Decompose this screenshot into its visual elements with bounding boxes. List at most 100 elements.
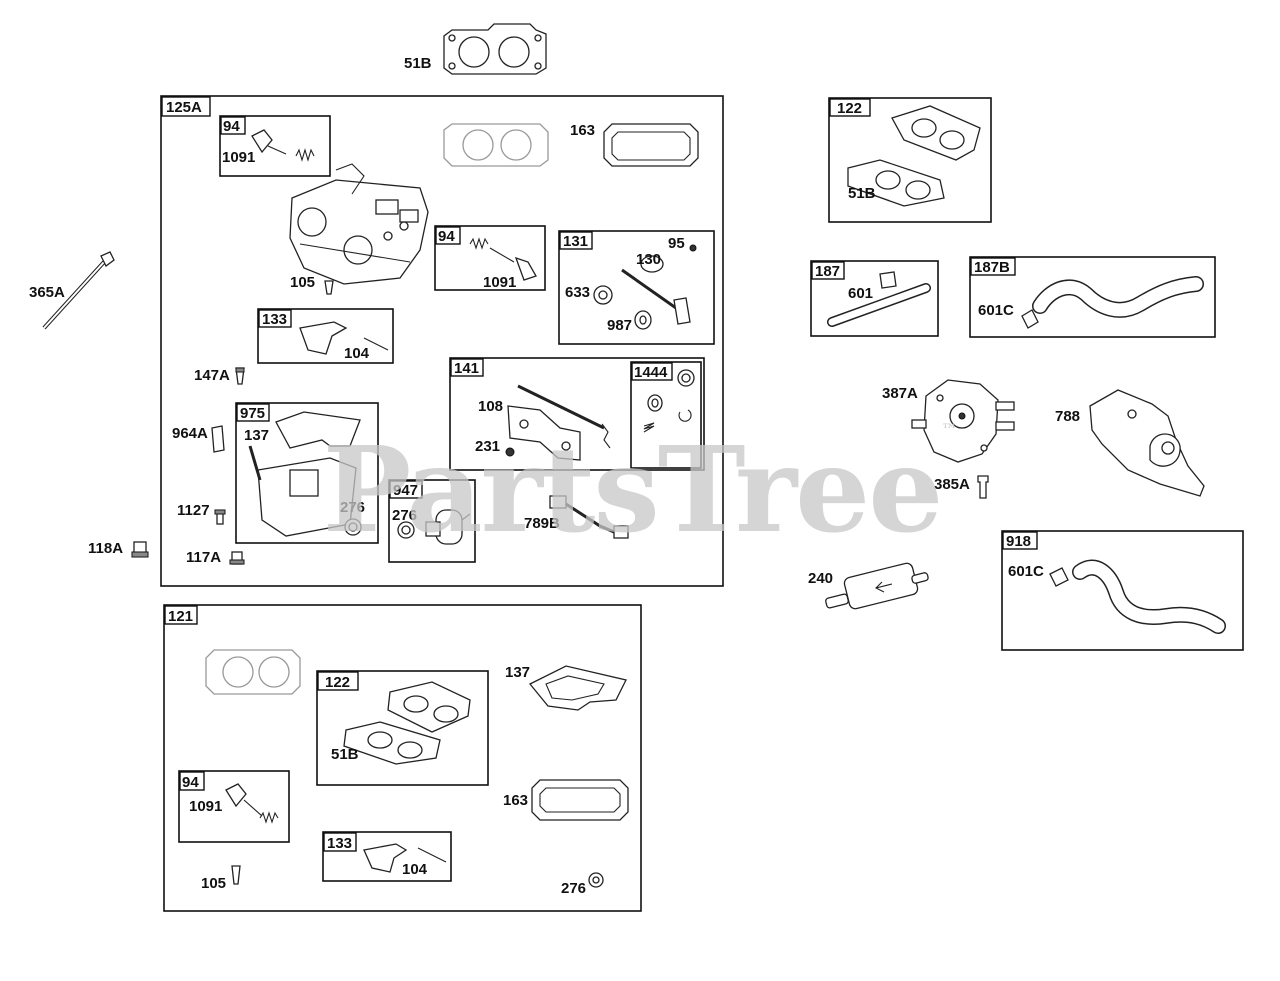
group-187-tag: 187 <box>815 263 840 280</box>
carburetor-body[interactable] <box>289 163 429 285</box>
callout-987: 987 <box>607 317 632 334</box>
callout-105-a: 105 <box>290 274 315 291</box>
fuel-pump-387a[interactable] <box>911 379 1015 463</box>
choke-lever-133b[interactable] <box>363 843 447 873</box>
group-94b-frame <box>434 225 546 291</box>
screw-385a[interactable] <box>977 475 989 499</box>
callout-789b: 789B <box>524 515 560 532</box>
group-131-frame <box>558 230 715 345</box>
callout-137-b: 137 <box>505 664 530 681</box>
repair-kit-1444[interactable] <box>643 369 695 433</box>
callout-104-b: 104 <box>402 861 428 878</box>
plug-117a[interactable] <box>229 551 245 565</box>
callout-95: 95 <box>668 235 685 252</box>
gasket-set-122b[interactable] <box>343 681 471 765</box>
callout-1091-c: 1091 <box>189 798 222 815</box>
mixture-screw-94a[interactable] <box>251 129 315 162</box>
solenoid-947[interactable] <box>397 509 471 545</box>
wire-harness-789b[interactable] <box>549 495 629 539</box>
group-122a-tag: 122 <box>837 100 862 117</box>
plug-118a[interactable] <box>131 541 149 558</box>
mixture-screw-94c[interactable] <box>225 783 279 824</box>
group-122b-frame <box>316 670 489 786</box>
callout-117a: 117A <box>186 549 221 566</box>
group-121-frame <box>163 604 642 912</box>
group-133b-tag: 133 <box>327 835 352 852</box>
group-125a-frame <box>160 95 724 587</box>
gasket-163-bottom[interactable] <box>531 779 629 821</box>
group-94a-tag: 94 <box>223 118 240 135</box>
bracket-788[interactable] <box>1089 389 1205 497</box>
callout-104-a: 104 <box>344 345 370 362</box>
throttle-shaft-131[interactable] <box>593 244 697 330</box>
governor-plate-141[interactable] <box>505 384 611 461</box>
group-133b-frame <box>322 831 452 882</box>
bowl-gasket-137[interactable] <box>528 665 627 711</box>
callout-240: 240 <box>808 570 833 587</box>
callout-163-b: 163 <box>503 792 528 809</box>
callout-118a: 118A <box>88 540 123 557</box>
pilot-jet-105[interactable] <box>324 280 334 295</box>
group-918-frame <box>1001 530 1244 651</box>
group-121-tag: 121 <box>168 608 193 625</box>
group-975-frame <box>235 402 379 544</box>
group-141-tag: 141 <box>454 360 479 377</box>
float-bowl-975[interactable] <box>248 411 361 537</box>
callout-51b-bottom: 51B <box>331 746 359 763</box>
callout-137-a: 137 <box>244 427 269 444</box>
fuel-hose-187b[interactable] <box>1021 276 1204 329</box>
plug-964a[interactable] <box>211 425 225 453</box>
screw-1127[interactable] <box>214 509 226 525</box>
callout-108: 108 <box>478 398 503 415</box>
choke-lever-133a[interactable] <box>299 321 389 355</box>
gasket-ghost-121 <box>205 649 301 695</box>
fuel-line-187[interactable] <box>827 271 931 327</box>
group-1444-frame <box>630 361 702 469</box>
screw-365a[interactable] <box>42 251 115 330</box>
mixture-screw-94b[interactable] <box>469 237 537 281</box>
callout-51b-right: 51B <box>848 185 876 202</box>
callout-601c-b: 601C <box>1008 563 1044 580</box>
callout-231: 231 <box>475 438 500 455</box>
group-133a-tag: 133 <box>262 311 287 328</box>
callout-964a: 964A <box>172 425 208 442</box>
group-94c-tag: 94 <box>182 774 199 791</box>
group-187b-tag: 187B <box>974 259 1010 276</box>
callout-51b-top: 51B <box>404 55 432 72</box>
callout-385a: 385A <box>934 476 970 493</box>
callout-788: 788 <box>1055 408 1080 425</box>
gasket-51b-top[interactable] <box>443 23 547 75</box>
group-918-tag: 918 <box>1006 533 1031 550</box>
o-ring-276-a[interactable] <box>344 518 362 536</box>
fuel-filter-240[interactable] <box>825 562 929 610</box>
group-975-tag: 975 <box>240 405 265 422</box>
gasket-163-top[interactable] <box>603 123 699 167</box>
pilot-jet-105-b[interactable] <box>231 865 241 885</box>
group-94c-frame <box>178 770 290 843</box>
gasket-set-122a[interactable] <box>847 105 981 207</box>
callout-276-c: 276 <box>561 880 586 897</box>
callout-163-top: 163 <box>570 122 595 139</box>
group-94b-tag: 94 <box>438 228 455 245</box>
callout-633: 633 <box>565 284 590 301</box>
gasket-ghost-125a <box>443 123 549 167</box>
group-947-frame <box>388 479 476 563</box>
callout-130: 130 <box>636 251 661 268</box>
callout-1091-a: 1091 <box>222 149 255 166</box>
group-125a-tag: 125A <box>166 99 202 116</box>
group-1444-tag: 1444 <box>634 364 668 381</box>
o-ring-276-c[interactable] <box>588 872 604 888</box>
callout-1091-b: 1091 <box>483 274 516 291</box>
group-187b-frame <box>969 256 1216 338</box>
fuel-hose-918[interactable] <box>1049 559 1226 634</box>
group-122b-tag: 122 <box>325 674 350 691</box>
group-141-frame <box>449 357 705 471</box>
callout-365a: 365A <box>29 284 65 301</box>
group-122a-frame <box>828 97 992 223</box>
fitting-147a[interactable] <box>235 367 245 385</box>
callout-387a: 387A <box>882 385 918 402</box>
callout-601: 601 <box>848 285 873 302</box>
callout-147a: 147A <box>194 367 230 384</box>
group-947-tag: 947 <box>393 482 418 499</box>
